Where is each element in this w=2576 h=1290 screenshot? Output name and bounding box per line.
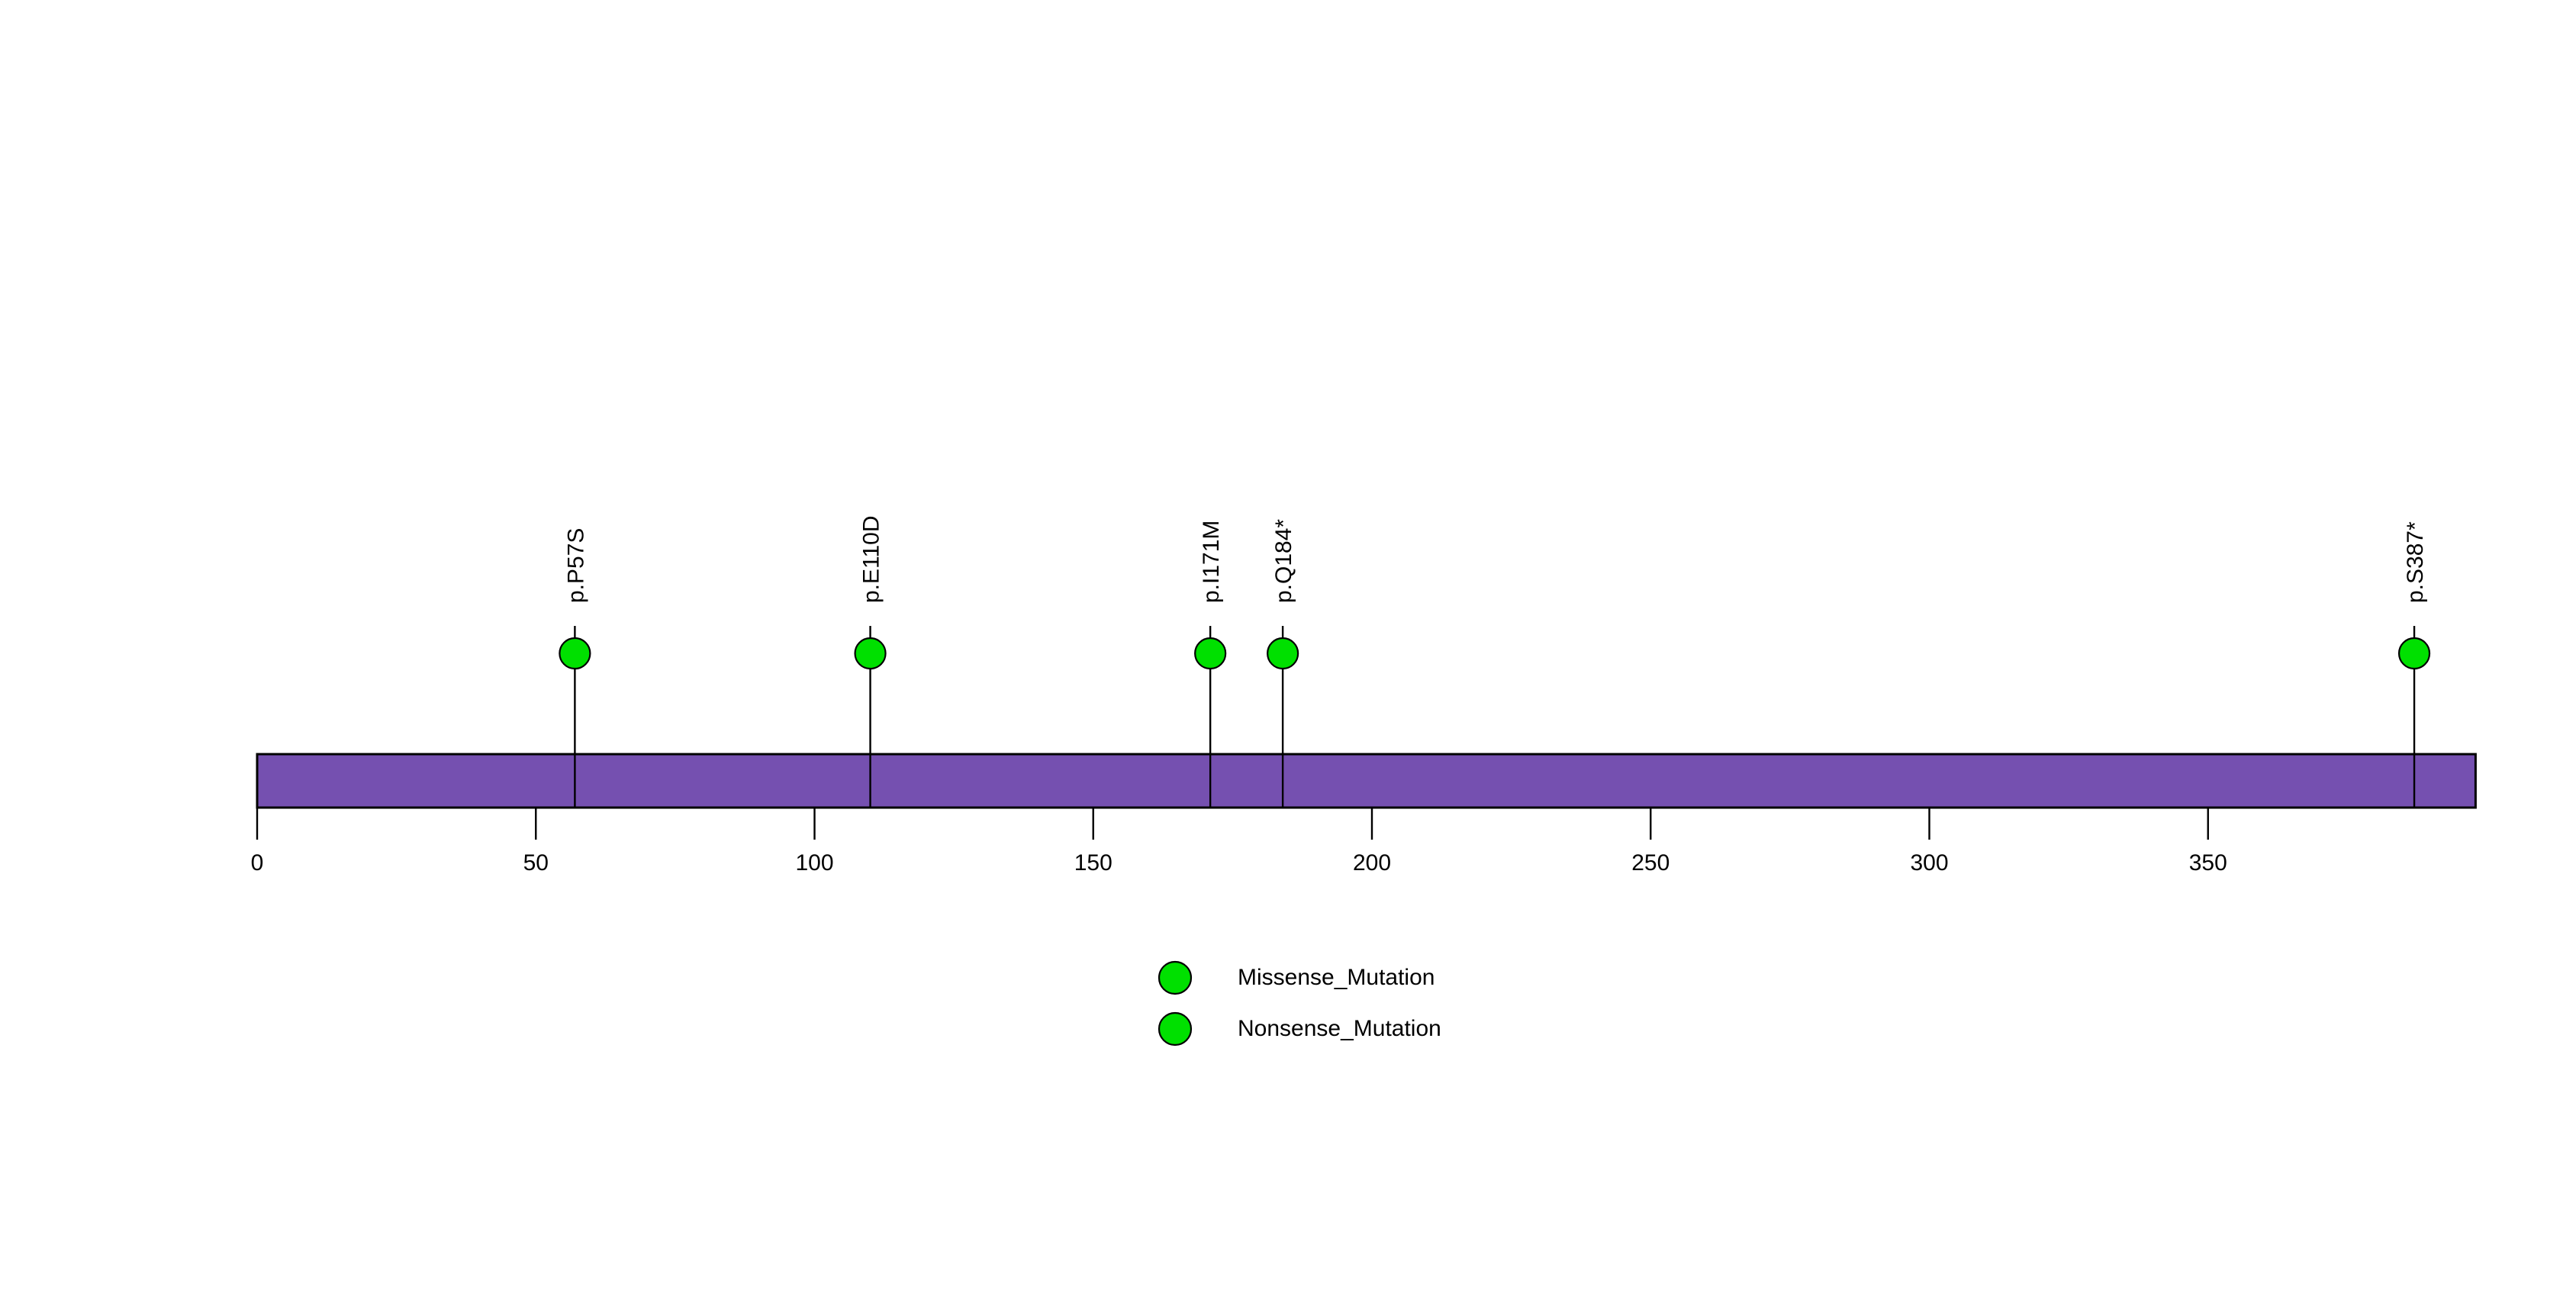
mutation-dot[interactable] [1267,637,1299,670]
x-axis-tick-label: 350 [2189,850,2227,876]
mutation-label: p.S387* [2403,521,2428,603]
x-axis-tick-label: 0 [251,850,264,876]
legend-label-missense-mutation: Missense_Mutation [1238,965,1435,990]
x-axis-group: 0 50 100 150 200 250 300 350 [251,808,2227,876]
x-axis-tick-label: 300 [1910,850,1948,876]
x-axis-tick-label: 150 [1074,850,1113,876]
legend-swatch-nonsense-mutation[interactable] [1158,1011,1193,1047]
x-axis-tick-label: 200 [1353,850,1391,876]
lollipop-dots-group [559,637,2431,670]
legend-swatch-missense-mutation[interactable] [1158,960,1193,995]
mutation-label: p.Q184* [1271,519,1296,603]
mutation-dot[interactable] [2397,637,2431,670]
x-axis-tick-label: 100 [795,850,833,876]
mutation-label: p.E110D [859,515,884,603]
mutation-dot[interactable] [854,637,887,670]
protein-backbone-bar [256,753,2477,809]
protein-backbone-group [256,753,2477,809]
legend-label-nonsense-mutation: Nonsense_Mutation [1238,1016,1441,1041]
mutation-dot[interactable] [1194,637,1227,670]
x-axis-tick-label: 250 [1631,850,1670,876]
mutation-label: p.I171M [1199,521,1224,603]
mutation-dot[interactable] [559,637,591,670]
mutation-label: p.P57S [563,528,588,603]
mutation-labels-group: p.P57S p.E110D p.I171M p.Q184* p.S387* [563,515,2428,603]
x-axis-tick-label: 50 [523,850,549,876]
